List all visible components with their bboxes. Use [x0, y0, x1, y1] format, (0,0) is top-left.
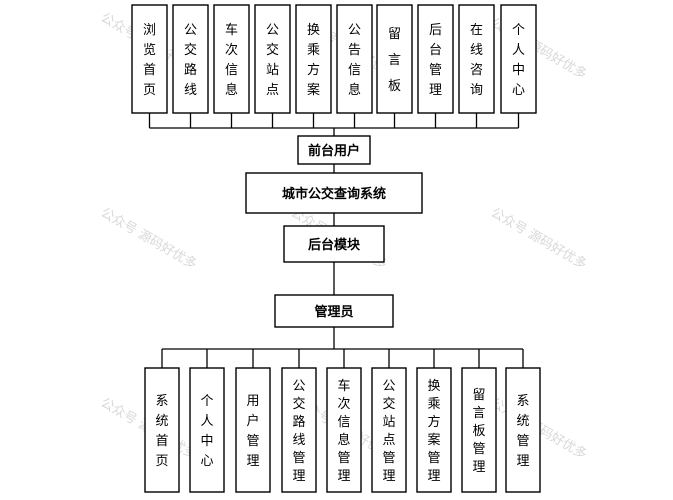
- front-module-0: 浏览首页: [131, 4, 168, 114]
- admin-module-5: 公交站点管理: [371, 367, 407, 493]
- admin-label: 管理员: [314, 304, 353, 320]
- admin-module-label: 留言板管理: [472, 388, 485, 475]
- front-module-label: 换乘方案: [307, 23, 320, 98]
- backend-label: 后台模块: [308, 237, 361, 253]
- watermark: 公众号 源码好优多: [98, 205, 200, 273]
- admin-module-label: 公交路线管理: [292, 379, 305, 484]
- connector-lines: [148, 113, 524, 368]
- front-module-1: 公交路线: [172, 4, 209, 114]
- admin-module-3: 公交路线管理: [281, 367, 317, 493]
- admin-module-row: 系统首页 个人中心 用户管理 公交路线管理 车次信息管理 公交站点管理 换乘方案管理 留言板管…: [144, 367, 541, 493]
- admin-module-label: 用户管理: [246, 394, 259, 469]
- front-module-label: 公告信息: [348, 23, 361, 98]
- front-module-label: 留言板: [388, 27, 401, 94]
- front-module-label: 浏览首页: [143, 22, 156, 98]
- front-module-8: 在线咨询: [458, 4, 495, 114]
- front-module-6: 留言板: [376, 4, 413, 114]
- admin-module-7: 留言板管理: [461, 367, 497, 493]
- backend-node: 后台模块: [283, 225, 385, 263]
- front-module-label: 公交站点: [266, 23, 279, 98]
- front-user-label: 前台用户: [308, 143, 360, 159]
- admin-module-label: 公交站点管理: [382, 379, 395, 484]
- admin-module-label: 系统管理: [516, 394, 529, 469]
- admin-module-label: 系统首页: [155, 394, 168, 469]
- admin-module-label: 个人中心: [200, 394, 213, 469]
- front-module-9: 个人中心: [500, 4, 537, 114]
- admin-module-label: 换乘方案管理: [427, 379, 440, 484]
- system-label: 城市公交查询系统: [282, 186, 386, 202]
- system-node: 城市公交查询系统: [245, 172, 423, 214]
- front-user-node: 前台用户: [297, 135, 371, 165]
- front-module-label: 个人中心: [512, 23, 525, 98]
- admin-module-0: 系统首页: [144, 367, 180, 493]
- admin-module-8: 系统管理: [505, 367, 541, 493]
- admin-module-label: 车次信息管理: [337, 378, 350, 484]
- admin-node: 管理员: [274, 294, 394, 328]
- admin-module-1: 个人中心: [189, 367, 225, 493]
- front-module-label: 后台管理: [429, 23, 442, 98]
- admin-module-2: 用户管理: [235, 367, 271, 493]
- front-module-5: 公告信息: [336, 4, 373, 114]
- front-module-label: 公交路线: [184, 23, 197, 98]
- front-module-2: 车次信息: [213, 4, 250, 114]
- front-module-label: 在线咨询: [470, 23, 483, 98]
- front-module-7: 后台管理: [417, 4, 454, 114]
- front-module-3: 公交站点: [254, 4, 291, 114]
- admin-module-4: 车次信息管理: [326, 367, 362, 493]
- admin-module-6: 换乘方案管理: [416, 367, 452, 493]
- front-module-label: 车次信息: [225, 22, 238, 98]
- watermark: 公众号 源码好优多: [488, 205, 590, 273]
- front-module-row: 浏览首页 公交路线 车次信息 公交站点 换乘方案 公告信息 留言板 后台管理 在线咨询 个人中心: [131, 4, 537, 114]
- front-module-4: 换乘方案: [295, 4, 332, 114]
